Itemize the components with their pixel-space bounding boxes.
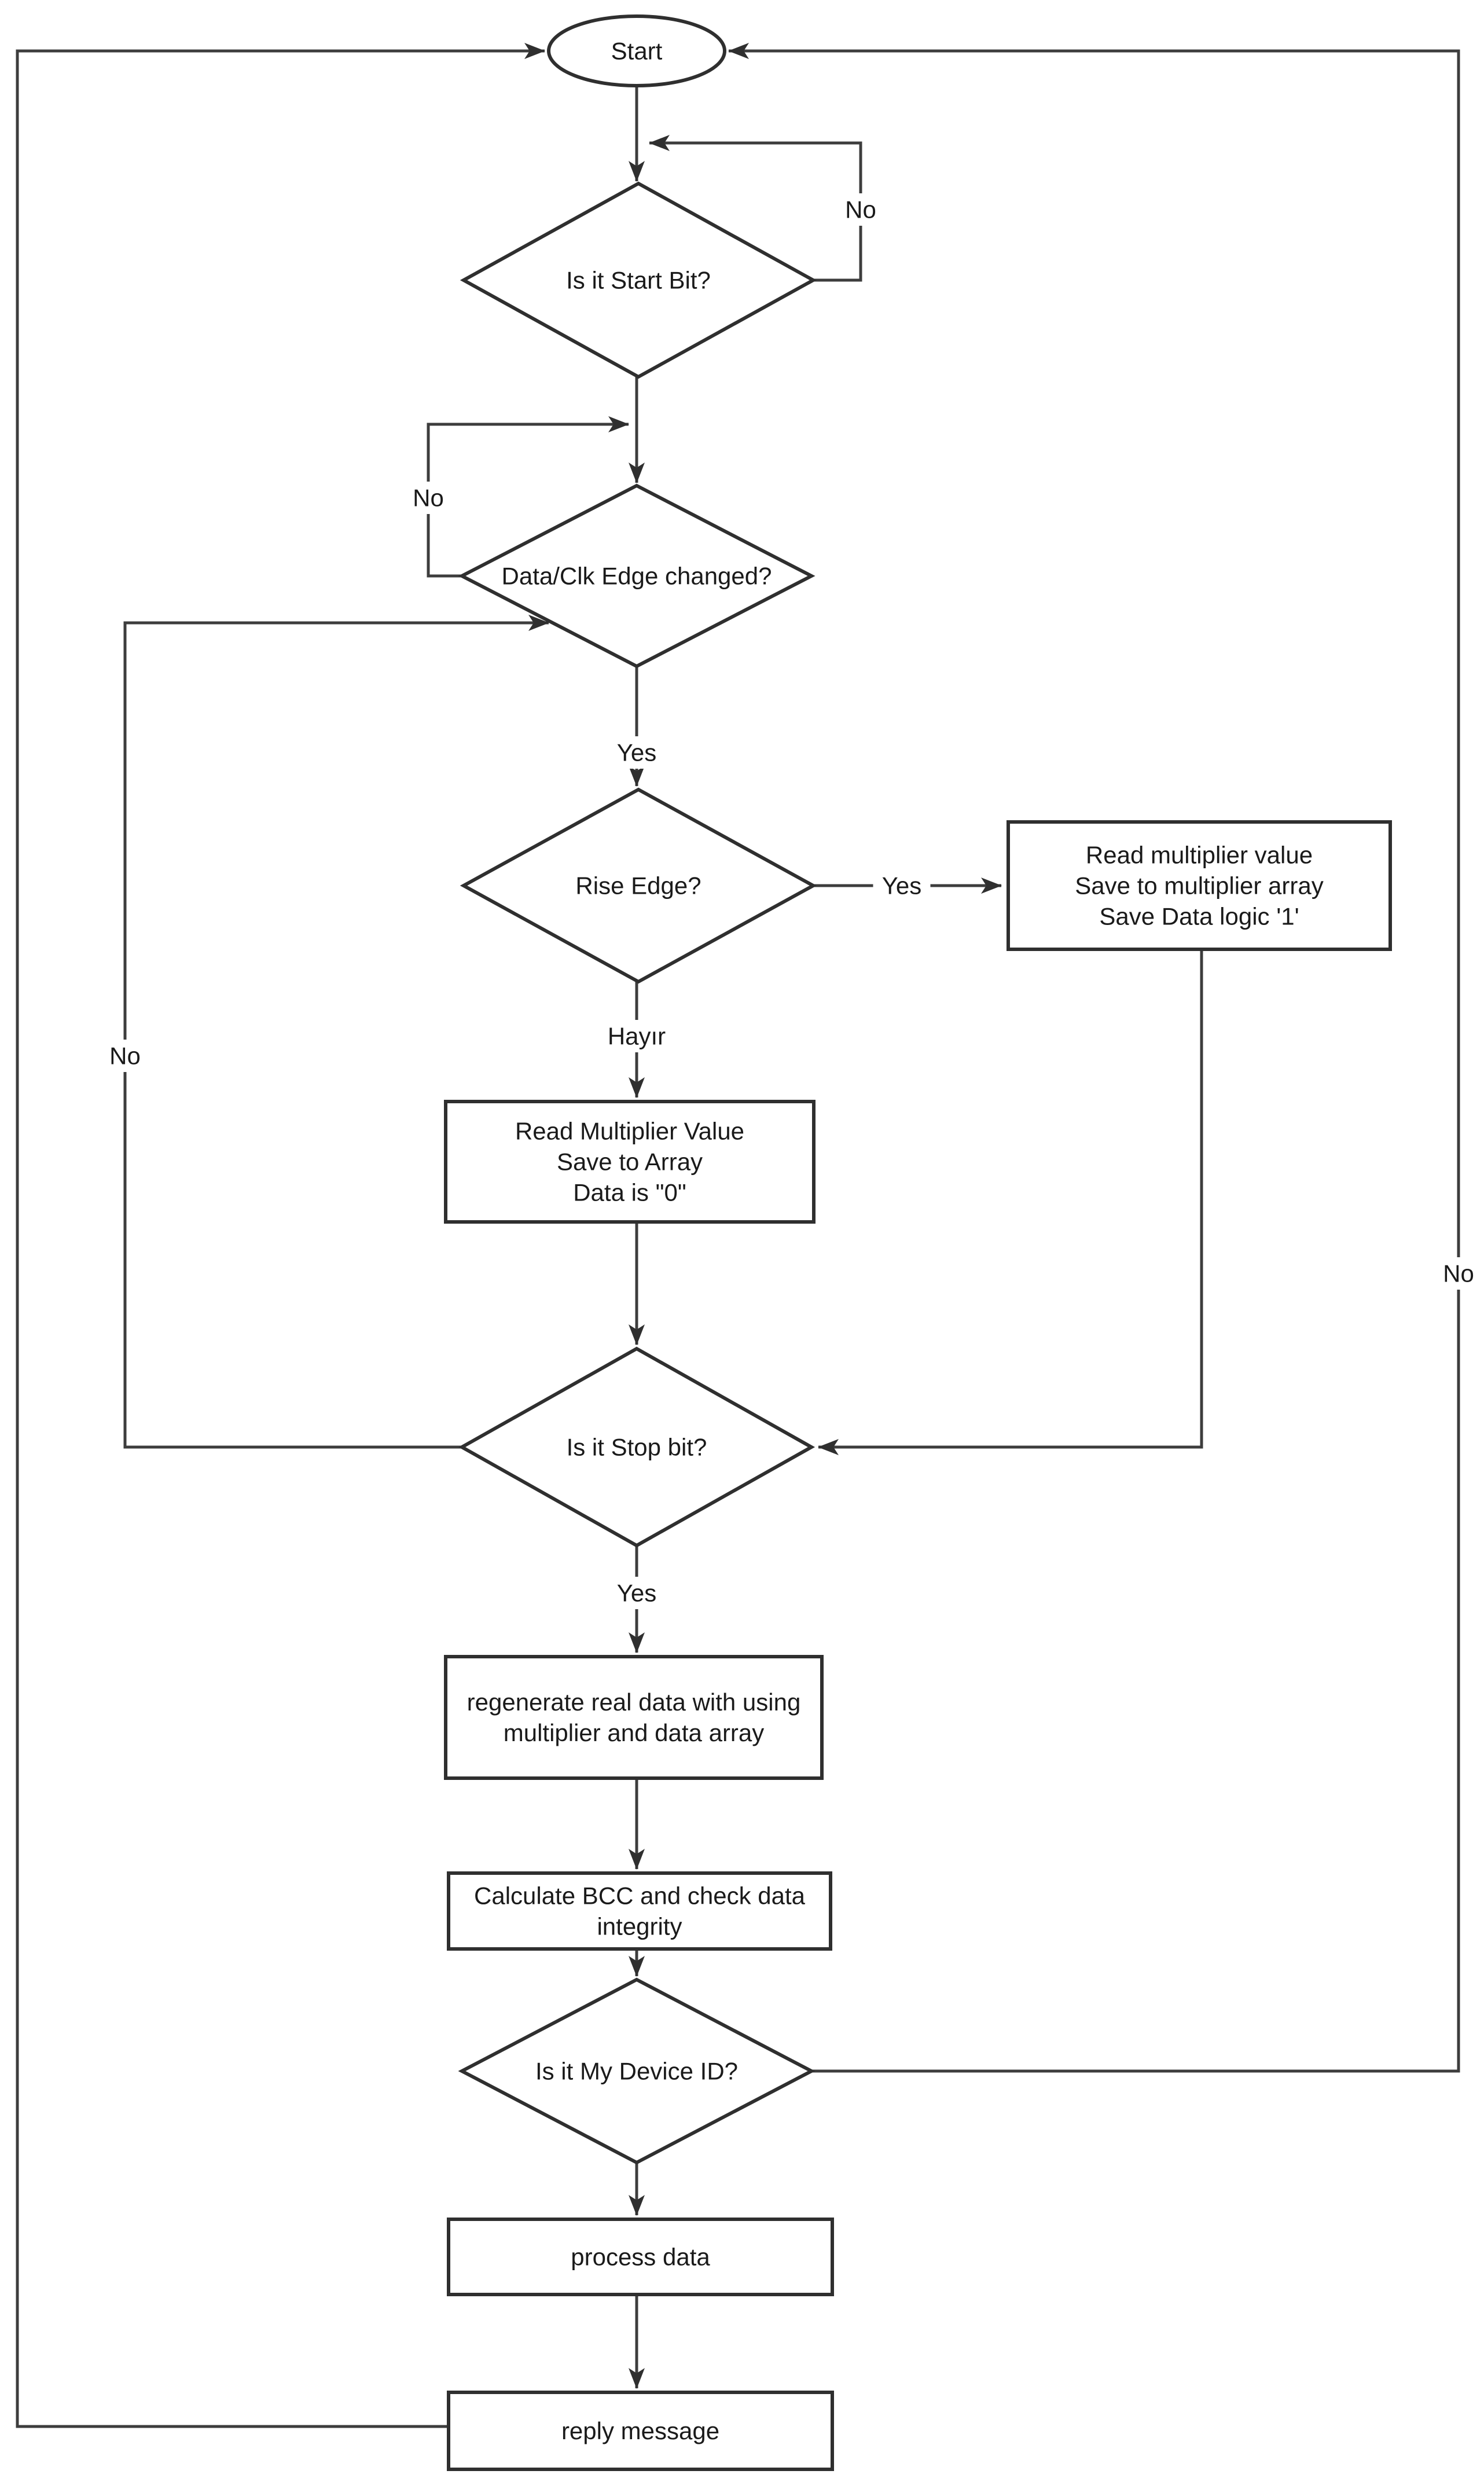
edge-edge-changed-no-loop-label-bg	[406, 482, 450, 514]
process-read-multiplier-logic-1-shape	[1007, 820, 1392, 951]
process-read-multiplier-logic-0-label: Save to Array	[557, 1148, 703, 1176]
edge-is-start-bit-no-loop-label: No	[845, 196, 876, 223]
edge-is-stop-bit-no-feedback-label-bg	[103, 1040, 147, 1072]
process-regenerate-real-data: regenerate real data with using multiplie…	[444, 1655, 824, 1780]
edge-rise-edge-no-label-bg	[594, 1020, 679, 1052]
decision-is-it-start-bit-shape	[460, 181, 817, 379]
decision-is-it-stop-bit: Is it Stop bit?	[458, 1346, 816, 1548]
decision-rise-edge: Rise Edge?	[460, 787, 817, 984]
start-terminator-shape	[547, 14, 726, 87]
process-process-data: process data	[447, 2218, 834, 2296]
edge-is-my-device-no-feedback	[728, 43, 1460, 2073]
edges-layer	[16, 43, 1460, 2428]
edge-read-mult-1-to-is-stop-bit	[818, 949, 1203, 1455]
process-calculate-bcc-shape	[447, 1871, 832, 1951]
edge-is-stop-bit-no-feedback	[123, 615, 549, 1449]
process-regenerate-real-data-label: regenerate real data with using	[467, 1688, 801, 1716]
process-read-multiplier-logic-0-label: Data is "0"	[573, 1179, 686, 1206]
decision-rise-edge-shape	[460, 787, 817, 984]
process-process-data-shape	[447, 2218, 834, 2296]
decision-data-clk-edge-changed: Data/Clk Edge changed?	[458, 483, 816, 669]
process-regenerate-real-data-label: multiplier and data array	[504, 1719, 765, 1746]
edge-is-start-bit-no-loop-label-bg	[839, 193, 883, 226]
process-calculate-bcc-label: integrity	[597, 1913, 682, 1940]
process-reply-message-label: reply message	[561, 2417, 719, 2444]
edge-edge-changed-no-loop-label: No	[413, 484, 444, 512]
edge-rise-edge-yes-label-bg	[873, 869, 931, 902]
process-reply-message-shape	[447, 2391, 834, 2471]
process-read-multiplier-logic-1-label: Read multiplier value	[1086, 842, 1313, 869]
decision-data-clk-edge-changed-shape	[458, 483, 816, 669]
decision-is-it-start-bit-label: Is it Start Bit?	[566, 267, 711, 294]
process-calculate-bcc: Calculate BCC and check data integrity	[447, 1871, 832, 1951]
edge-is-my-device-no-feedback-label-bg	[1437, 1257, 1481, 1290]
process-regenerate-real-data-shape	[444, 1655, 824, 1780]
edge-rise-edge-no-label: Hayır	[608, 1023, 666, 1050]
process-reply-message: reply message	[447, 2391, 834, 2471]
edge-edge-changed-yes-label-bg	[608, 736, 666, 769]
decision-rise-edge-label: Rise Edge?	[575, 872, 701, 900]
edge-edge-changed-yes-label: Yes	[617, 739, 657, 766]
start-terminator-label: Start	[611, 38, 663, 65]
decision-is-it-my-device-id: Is it My Device ID?	[458, 1977, 816, 2165]
process-read-multiplier-logic-0-label: Read Multiplier Value	[515, 1118, 744, 1145]
decision-is-it-stop-bit-shape	[458, 1346, 816, 1548]
decision-is-it-stop-bit-label: Is it Stop bit?	[567, 1434, 707, 1461]
edge-is-my-device-no-feedback-label: No	[1443, 1260, 1474, 1287]
edge-rise-edge-yes-label: Yes	[882, 872, 922, 900]
decision-data-clk-edge-changed-label: Data/Clk Edge changed?	[502, 563, 772, 590]
start-terminator: Start	[547, 14, 726, 87]
decision-is-it-my-device-id-shape	[458, 1977, 816, 2165]
process-calculate-bcc-label: Calculate BCC and check data	[474, 1882, 806, 1910]
process-read-multiplier-logic-1-label: Save to multiplier array	[1075, 872, 1324, 900]
process-read-multiplier-logic-0-shape	[444, 1100, 816, 1224]
edge-reply-to-start	[16, 43, 545, 2428]
process-read-multiplier-logic-1-label: Save Data logic '1'	[1099, 903, 1299, 930]
edge-is-stop-bit-yes-label: Yes	[617, 1580, 657, 1607]
nodes-layer: Start Is it Start Bit? Data/Clk Edge chang…	[444, 14, 1392, 2471]
edge-is-stop-bit-no-feedback-label: No	[109, 1042, 141, 1070]
edge-is-stop-bit-yes-label-bg	[608, 1577, 666, 1609]
decision-is-it-start-bit: Is it Start Bit?	[460, 181, 817, 379]
process-process-data-label: process data	[571, 2244, 710, 2271]
decision-is-it-my-device-id-label: Is it My Device ID?	[535, 2058, 738, 2085]
